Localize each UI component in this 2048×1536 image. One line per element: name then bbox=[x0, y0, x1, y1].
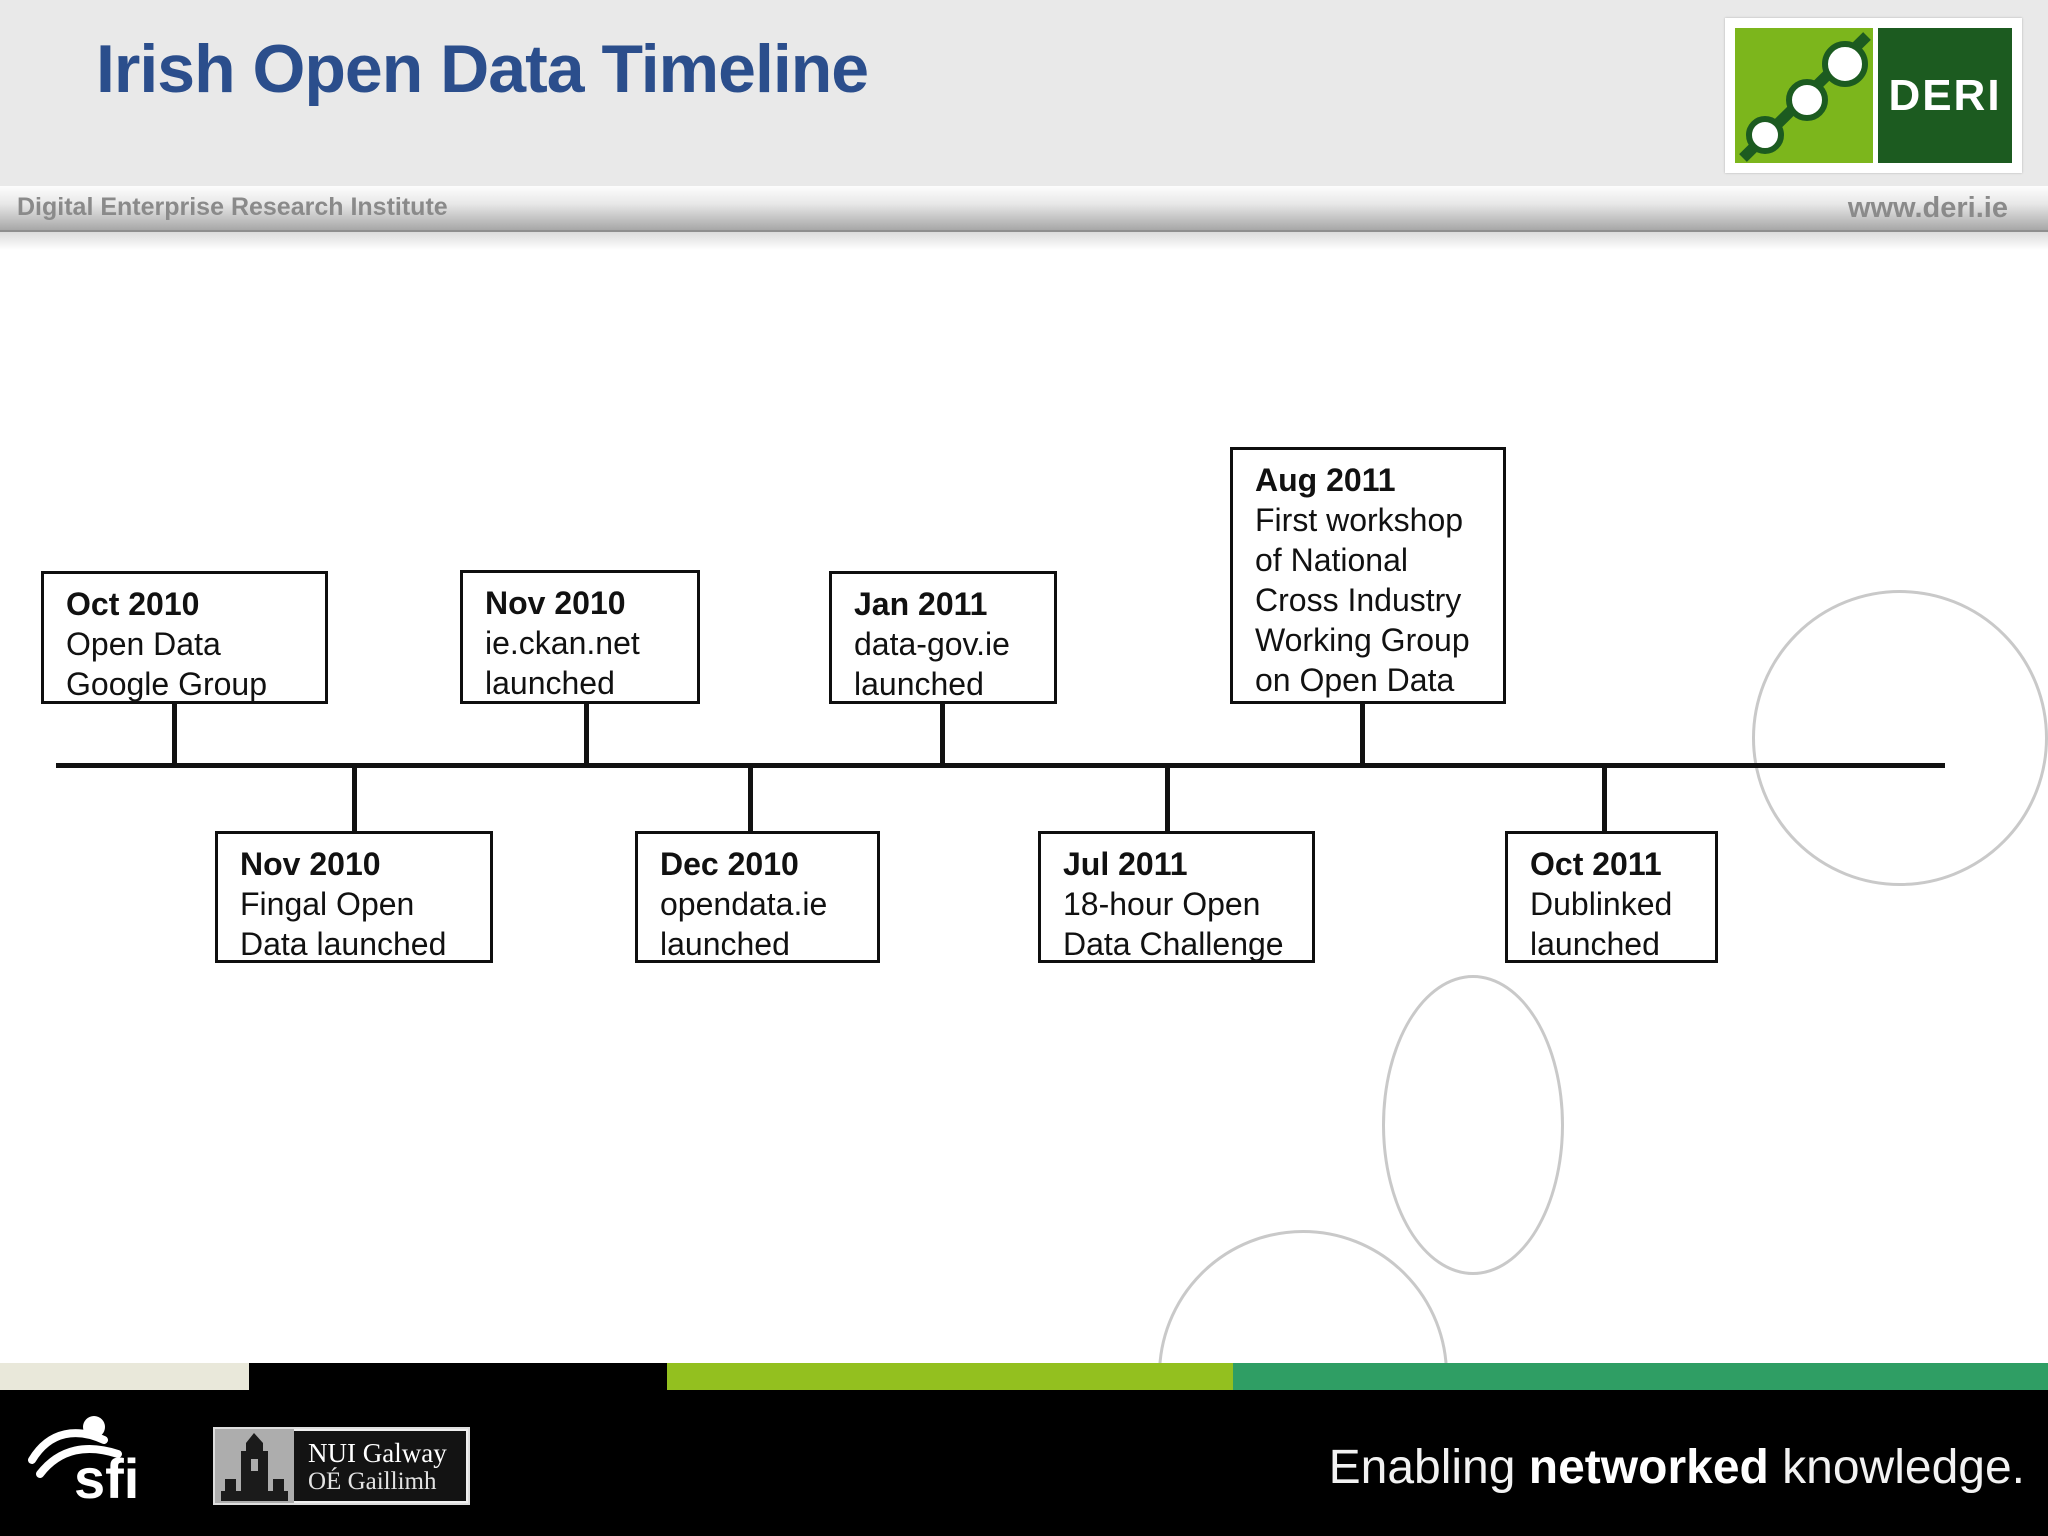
nui-galway-logo: NUI Galway OÉ Gaillimh bbox=[213, 1427, 470, 1505]
connector-jan-2011 bbox=[940, 702, 945, 766]
event-box-oct-2011: Oct 2011 Dublinked launched bbox=[1505, 831, 1718, 963]
footer-color-band bbox=[0, 1363, 2048, 1390]
sfi-logo: sfi bbox=[28, 1414, 154, 1510]
event-box-dec-2010: Dec 2010 opendata.ie launched bbox=[635, 831, 880, 963]
connector-oct-2011 bbox=[1602, 766, 1607, 833]
tagline-bold: networked bbox=[1528, 1441, 1769, 1494]
event-date: Oct 2010 bbox=[66, 586, 200, 622]
event-date: Nov 2010 bbox=[485, 585, 626, 621]
deri-logo: DERI bbox=[1725, 18, 2022, 173]
event-body: Open Data Google Group bbox=[66, 626, 268, 702]
institute-name: Digital Enterprise Research Institute bbox=[17, 193, 448, 221]
deri-logo-chain-icon bbox=[1735, 28, 1873, 163]
event-body: Dublinked launched bbox=[1530, 886, 1673, 962]
event-body: ie.ckan.net launched bbox=[485, 625, 640, 701]
nui-text: NUI Galway OÉ Gaillimh bbox=[294, 1429, 468, 1503]
tagline-post: knowledge. bbox=[1768, 1441, 2025, 1494]
institute-band: Digital Enterprise Research Institute ww… bbox=[0, 186, 2048, 232]
nui-tower-icon bbox=[215, 1429, 294, 1503]
connector-jul-2011 bbox=[1165, 766, 1170, 833]
nui-name-irish: OÉ Gaillimh bbox=[308, 1468, 437, 1495]
event-body: First workshop of National Cross Industr… bbox=[1255, 502, 1470, 698]
event-date: Aug 2011 bbox=[1255, 462, 1396, 498]
event-date: Jul 2011 bbox=[1063, 846, 1188, 882]
nui-name: NUI Galway bbox=[308, 1438, 447, 1468]
event-date: Oct 2011 bbox=[1530, 846, 1662, 882]
connector-nov-2010-top bbox=[584, 702, 589, 766]
event-date: Dec 2010 bbox=[660, 846, 799, 882]
event-body: 18-hour Open Data Challenge bbox=[1063, 886, 1284, 962]
band-strip bbox=[0, 232, 2048, 250]
header-bar: Irish Open Data Timeline bbox=[0, 0, 2048, 186]
event-box-nov-2010-bottom: Nov 2010 Fingal Open Data launched bbox=[215, 831, 493, 963]
event-body: data-gov.ie launched bbox=[854, 626, 1010, 702]
connector-oct-2010 bbox=[172, 702, 177, 766]
connector-nov-2010-bottom bbox=[352, 766, 357, 833]
sfi-text: sfi bbox=[74, 1447, 139, 1506]
event-date: Jan 2011 bbox=[854, 586, 988, 622]
website-url: www.deri.ie bbox=[1847, 192, 2008, 224]
decorative-circle-large bbox=[1752, 590, 2048, 886]
event-box-aug-2011: Aug 2011 First workshop of National Cros… bbox=[1230, 447, 1506, 704]
event-date: Nov 2010 bbox=[240, 846, 381, 882]
event-body: Fingal Open Data launched bbox=[240, 886, 447, 962]
band-segment-teal bbox=[1233, 1363, 2048, 1390]
tagline-pre: Enabling bbox=[1328, 1441, 1529, 1494]
band-segment-lime bbox=[667, 1363, 1233, 1390]
event-box-jan-2011: Jan 2011 data-gov.ie launched bbox=[829, 571, 1057, 704]
deri-logo-square: DERI bbox=[1878, 28, 2012, 163]
page-title: Irish Open Data Timeline bbox=[96, 31, 869, 107]
event-body: opendata.ie launched bbox=[660, 886, 828, 962]
connector-dec-2010 bbox=[748, 766, 753, 838]
decorative-ellipse bbox=[1382, 975, 1564, 1275]
band-segment-black bbox=[249, 1363, 667, 1390]
timeline-axis bbox=[56, 763, 1945, 768]
deri-wordmark: DERI bbox=[1888, 70, 2002, 120]
event-box-nov-2010-top: Nov 2010 ie.ckan.net launched bbox=[460, 570, 700, 704]
band-segment-beige bbox=[0, 1363, 249, 1390]
event-box-oct-2010: Oct 2010 Open Data Google Group bbox=[41, 571, 328, 704]
tagline: Enabling networked knowledge. bbox=[1329, 1440, 2025, 1495]
connector-aug-2011 bbox=[1360, 702, 1365, 766]
footer-bar: sfi NUI Galway OÉ Gaillimh bbox=[0, 1390, 2048, 1536]
event-box-jul-2011: Jul 2011 18-hour Open Data Challenge bbox=[1038, 831, 1315, 963]
